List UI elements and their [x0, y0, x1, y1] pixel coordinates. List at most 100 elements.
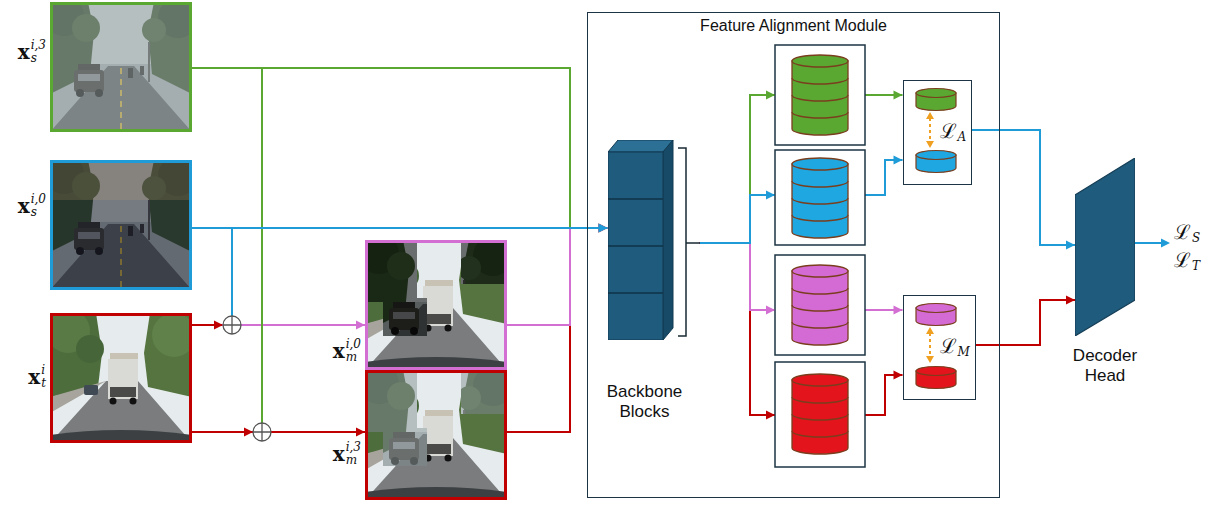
mixed-image-part-part [359, 234, 513, 370]
backbone-block: Backbone Blocks [608, 140, 700, 340]
output-arrow-part [1135, 242, 1162, 244]
loss-features-part [916, 367, 956, 389]
loss-features-part [926, 327, 934, 363]
math-symbol: x [333, 341, 345, 361]
feature-stack [766, 45, 865, 467]
dusk-source-image-part [50, 160, 192, 200]
math-label: xi,0m [333, 338, 361, 363]
arrowhead [599, 224, 608, 233]
image-tile: xi,0s [50, 160, 192, 290]
subscript: m [346, 454, 361, 467]
foggy-source-image [44, 0, 198, 132]
loss-features-part [916, 304, 956, 326]
backbone-front [608, 152, 663, 340]
output-arrow [1135, 239, 1170, 248]
feature-stack-part [775, 45, 865, 145]
dusk-source-image [44, 154, 198, 290]
loss-features-part [929, 118, 931, 142]
arrowhead [599, 224, 608, 233]
feature-stack-part [766, 191, 775, 200]
script-stack: i,0s [31, 193, 46, 218]
script-stack: i,3s [31, 39, 46, 64]
mix-operator [192, 316, 271, 441]
arrowhead [1066, 296, 1075, 305]
target-image [46, 309, 196, 443]
decoder-shape [1075, 158, 1135, 336]
script-stack: i,0m [346, 338, 361, 363]
connector-line [192, 68, 365, 432]
arrowhead [1066, 241, 1075, 250]
block-label: Decoder Head [1060, 346, 1150, 387]
script-stack: M [958, 334, 970, 359]
script-stack: T [1192, 248, 1200, 273]
connector [507, 224, 608, 326]
script-stack: S [1192, 220, 1200, 245]
superscript: i,0 [31, 193, 46, 206]
math-symbol: x [18, 196, 30, 216]
math-label: xi,0s [18, 193, 46, 218]
feature-split-line [700, 243, 751, 244]
loss-features-part [916, 151, 956, 173]
image-tile: xi,0m [365, 240, 507, 370]
arrowhead [356, 321, 365, 330]
arrowhead [894, 156, 903, 165]
foggy-source-image-part [50, 2, 192, 132]
connector-line [507, 228, 608, 325]
superscript: i,3 [346, 441, 361, 454]
subscript: M [958, 346, 970, 359]
feature-stack-part [792, 265, 848, 345]
image-tile: xi,3m [365, 370, 507, 500]
target-image-part [46, 309, 196, 443]
mix-operator-part [253, 423, 271, 441]
mixed-image-part-part [359, 364, 513, 500]
feature-stack-part [775, 255, 865, 355]
math-symbol: ℒ [1174, 250, 1191, 270]
loss-box: ℒM [903, 295, 976, 400]
connector [192, 224, 608, 233]
connector [976, 296, 1076, 346]
superscript: i,3 [31, 39, 46, 52]
math-symbol: x [18, 42, 30, 62]
superscript: i,0 [346, 338, 361, 351]
image-tile: xit [50, 313, 192, 443]
connector-line [976, 300, 1076, 345]
arrowhead [599, 224, 608, 233]
mixed-image-part-part [365, 240, 507, 370]
feature-stack-part [766, 91, 775, 100]
feature-stack-part [766, 306, 775, 315]
dusk-source-image-part [50, 160, 192, 290]
arrowhead [894, 306, 903, 315]
subscript: T [1192, 260, 1200, 273]
output-loss: ℒT [1174, 248, 1200, 273]
connector [192, 228, 365, 325]
dusk-source-image-part [44, 154, 198, 290]
connector-line [192, 227, 608, 229]
math-label: ℒM [940, 334, 970, 359]
mixed-image-part [359, 364, 513, 500]
mix-operator-part [244, 428, 253, 437]
mix-operator-part [223, 316, 241, 334]
connector [192, 68, 608, 233]
feature-stack-part [792, 55, 848, 135]
connector-line [192, 68, 608, 228]
foggy-source-image-part [44, 0, 198, 132]
mix-operator-part [214, 321, 223, 330]
subscript: s [31, 52, 46, 65]
module-title: Feature Alignment Module [588, 17, 999, 35]
feature-stack-part [792, 374, 848, 454]
decoder-head: Decoder Head [1075, 158, 1135, 336]
math-symbol: ℒ [1174, 222, 1191, 242]
script-stack: A [958, 119, 967, 144]
loss-features-part [929, 333, 931, 357]
math-label: xi,3m [333, 441, 361, 466]
mix-operator-part [253, 423, 271, 441]
backbone-top [608, 140, 673, 152]
subscript: t [41, 377, 46, 390]
connector [700, 156, 903, 244]
mixed-image-part [361, 366, 511, 500]
decoder-body [1075, 158, 1135, 336]
math-symbol: ℒ [940, 121, 957, 141]
backbone-divider [608, 199, 663, 293]
connector [972, 130, 1076, 250]
